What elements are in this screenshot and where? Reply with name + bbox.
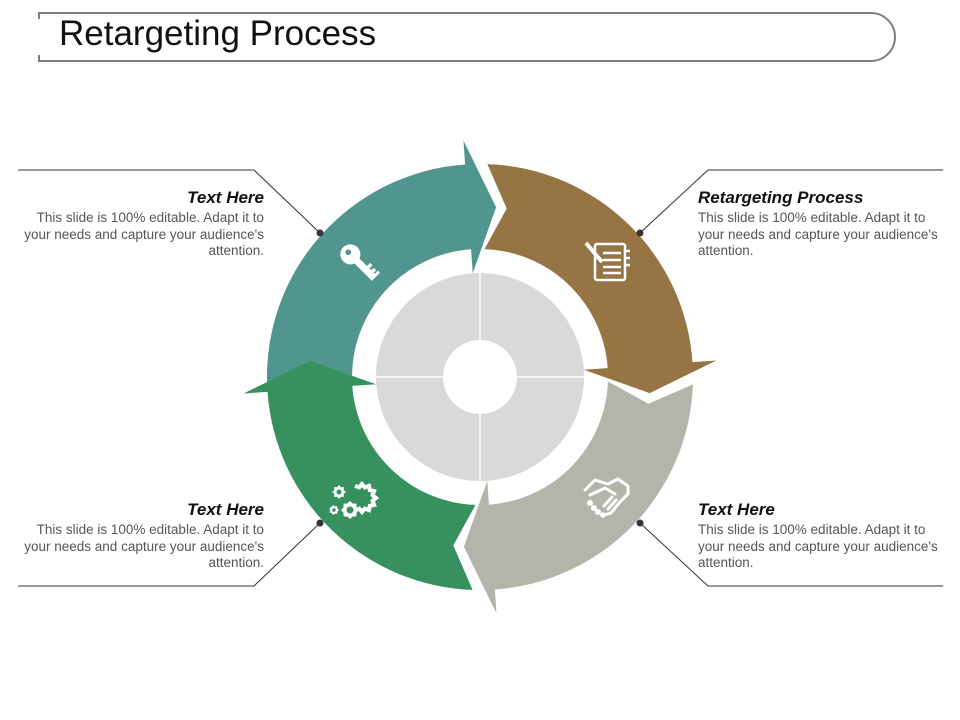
gear-hole (346, 506, 354, 514)
callout-top-left: Text Here This slide is 100% editable. A… (24, 188, 264, 260)
callout-heading: Text Here (187, 188, 264, 207)
connector-lines (18, 169, 943, 587)
dot-top-left (316, 229, 324, 237)
callout-heading: Retargeting Process (698, 188, 864, 207)
gears-icon (329, 480, 380, 519)
callout-top-right: Retargeting Process This slide is 100% e… (698, 188, 938, 260)
handshake-icon (583, 477, 630, 518)
segment-bottom-right-arrow (463, 381, 693, 614)
callout-body: This slide is 100% editable. Adapt it to… (698, 522, 938, 570)
segment-bottom-left-arrow (243, 360, 476, 590)
callout-bottom-left: Text Here This slide is 100% editable. A… (24, 500, 264, 572)
callout-body: This slide is 100% editable. Adapt it to… (24, 522, 264, 570)
connector-dots (316, 229, 644, 527)
gear-hole (336, 489, 342, 495)
callout-body: This slide is 100% editable. Adapt it to… (698, 210, 938, 258)
connector-top-right (639, 169, 943, 234)
callout-heading: Text Here (698, 500, 775, 519)
dot-top-right (636, 229, 644, 237)
connector-bottom-left (18, 522, 321, 587)
segment-top-right-arrow (484, 164, 717, 394)
title-frame (38, 12, 896, 62)
gear-shape (349, 480, 380, 516)
key-icon (340, 244, 381, 281)
connector-bottom-right (639, 522, 943, 587)
callout-heading: Text Here (187, 500, 264, 519)
dot-bottom-right (636, 519, 644, 527)
center-hole (443, 340, 517, 414)
callout-bottom-right: Text Here This slide is 100% editable. A… (698, 500, 938, 572)
callout-body: This slide is 100% editable. Adapt it to… (24, 210, 264, 258)
gear-hole (332, 508, 336, 512)
connector-top-left (18, 169, 321, 234)
dot-bottom-left (316, 519, 324, 527)
notepad-icon (584, 241, 630, 282)
page-title: Retargeting Process (59, 14, 377, 53)
segment-top-left-arrow (266, 140, 497, 385)
inner-donut (376, 273, 584, 481)
